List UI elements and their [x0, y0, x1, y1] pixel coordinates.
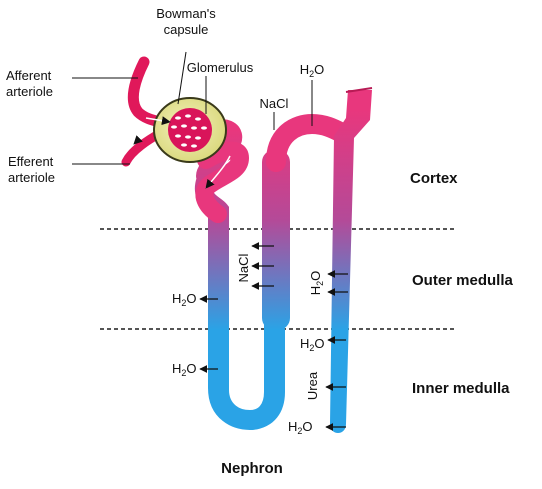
zone-cortex: Cortex: [410, 170, 458, 187]
efferent-label-1: Efferent: [8, 154, 54, 169]
nacl-top-label: NaCl: [260, 96, 289, 111]
afferent-arrow: [145, 116, 171, 126]
h2o-efflux-arrows-desc: [199, 295, 218, 373]
zone-outer-medulla: Outer medulla: [412, 272, 514, 289]
diagram-title: Nephron: [221, 460, 283, 477]
descending-limb: [208, 180, 284, 431]
afferent-label-1: Afferent: [6, 68, 52, 83]
bowmans-label-2: capsule: [164, 22, 209, 37]
urea-vertical-label: Urea: [305, 371, 320, 400]
leader-bowmans: [177, 51, 187, 105]
zone-inner-medulla: Inner medulla: [412, 380, 510, 397]
afferent-label-2: arteriole: [6, 84, 53, 99]
proximal-tubule: [195, 141, 250, 223]
glomerulus-label: Glomerulus: [187, 60, 254, 75]
h2o-desc-outer-label: H2O: [172, 291, 197, 308]
thick-ascending-limb: [262, 150, 290, 330]
h2o-top-label: H2O: [300, 62, 325, 79]
afferent-arteriole: [127, 56, 166, 128]
bowmans-label-1: Bowman's: [156, 6, 216, 21]
nacl-vertical-label: NaCl: [236, 253, 251, 282]
efferent-label-2: arteriole: [8, 170, 55, 185]
h2o-duct-bottom-label: H2O: [288, 419, 313, 436]
filtrate-arrow: [205, 155, 231, 189]
duct-cap: [345, 87, 373, 93]
duct-arrows: [325, 270, 348, 431]
glomerulus: [168, 108, 212, 152]
h2o-vertical-label: H2O: [308, 271, 325, 296]
collecting-duct: [330, 90, 372, 433]
h2o-duct-mid-label: H2O: [300, 336, 325, 353]
glomerulus-pores: [171, 114, 207, 148]
h2o-desc-inner-label: H2O: [172, 361, 197, 378]
nacl-efflux-arrows: [251, 242, 274, 290]
